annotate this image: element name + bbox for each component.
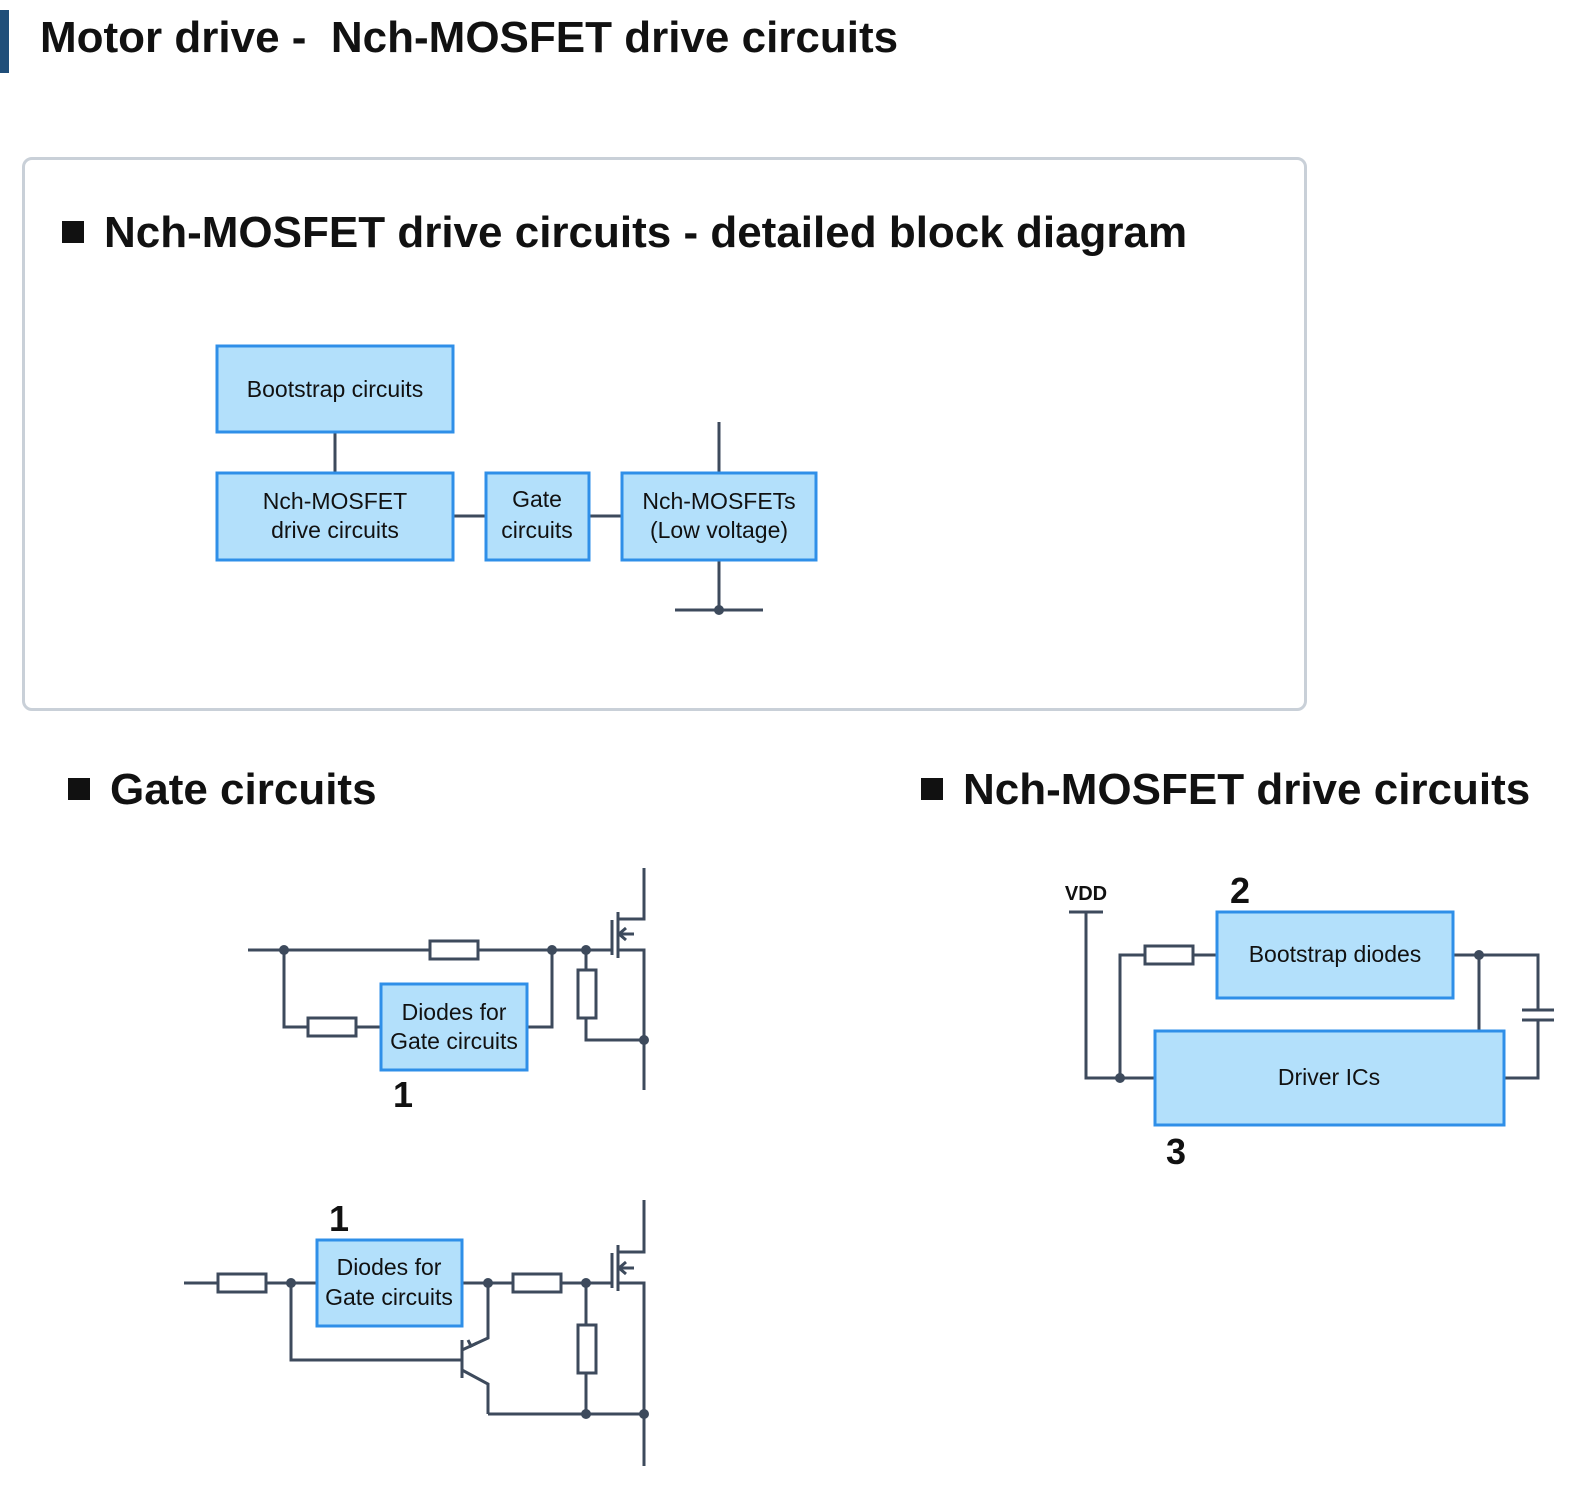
block-bootstrap-circuits: Bootstrap circuits bbox=[215, 344, 455, 434]
gate-circuit-b: Diodes for Gate circuits 1 bbox=[184, 1198, 649, 1466]
resistor-icon bbox=[576, 1323, 598, 1375]
mosfet-icon bbox=[610, 1200, 646, 1466]
pnp-transistor-icon bbox=[460, 1283, 490, 1414]
mosfet-icon bbox=[610, 868, 646, 1090]
bullet-square-icon bbox=[68, 778, 90, 800]
resistor-icon bbox=[576, 968, 598, 1020]
block-bootstrap-diodes: Bootstrap diodes bbox=[1215, 910, 1455, 1000]
title-accent-bar bbox=[0, 10, 9, 73]
block-label: Bootstrap circuits bbox=[247, 376, 423, 402]
resistor-icon bbox=[1143, 944, 1195, 966]
capacitor-icon bbox=[1522, 1008, 1554, 1022]
block-nch-mosfets: Nch-MOSFETs (Low voltage) bbox=[620, 471, 818, 562]
junction-dot bbox=[581, 1409, 591, 1419]
vdd-label: VDD bbox=[1065, 883, 1107, 905]
gate-circuit-a: Diodes for Gate circuits 1 bbox=[248, 868, 649, 1115]
block-label-line-2: (Low voltage) bbox=[650, 517, 788, 543]
drive-circuits-heading: Nch-MOSFET drive circuits bbox=[921, 763, 1530, 817]
block-driver-ics: Driver ICs bbox=[1153, 1029, 1506, 1127]
callout-number-3: 3 bbox=[1166, 1131, 1186, 1172]
junction-dot bbox=[1115, 1073, 1125, 1083]
block-label-line-2: Gate circuits bbox=[325, 1284, 453, 1310]
block-label-line-1: Diodes for bbox=[402, 999, 507, 1025]
block-label-line-1: Nch-MOSFET bbox=[263, 488, 407, 514]
block-gate-circuits: Gate circuits bbox=[484, 471, 591, 562]
callout-number-1: 1 bbox=[329, 1198, 349, 1239]
junction-dot bbox=[639, 1409, 649, 1419]
junction-dot bbox=[286, 1278, 296, 1288]
block-diagram-frame bbox=[22, 157, 1307, 711]
page-title: Motor drive - Nch-MOSFET drive circuits bbox=[40, 13, 899, 62]
junction-dot bbox=[1474, 950, 1484, 960]
resistor-icon bbox=[306, 1016, 358, 1038]
block-diagram: Bootstrap circuits Nch-MOSFET drive circ… bbox=[215, 344, 818, 615]
bullet-square-icon bbox=[921, 778, 943, 800]
block-label-line-1: Gate bbox=[512, 486, 562, 512]
junction-dot bbox=[581, 945, 591, 955]
resistor-icon bbox=[428, 939, 480, 961]
junction-dot bbox=[581, 1278, 591, 1288]
resistor-icon bbox=[511, 1272, 563, 1294]
drive-circuits-heading-text: Nch-MOSFET drive circuits bbox=[963, 765, 1531, 814]
block-label-line-2: drive circuits bbox=[271, 517, 399, 543]
block-label: Driver ICs bbox=[1278, 1064, 1380, 1090]
block-diagram-heading: Nch-MOSFET drive circuits - detailed blo… bbox=[62, 206, 1187, 260]
ground-junction-dot bbox=[714, 605, 724, 615]
bullet-square-icon bbox=[62, 221, 84, 243]
gate-circuits-heading: Gate circuits bbox=[68, 763, 377, 817]
block-label: Bootstrap diodes bbox=[1249, 941, 1422, 967]
junction-dot bbox=[279, 945, 289, 955]
drive-circuit: VDD Bootstrap diodes Driver ICs 2 3 bbox=[1065, 870, 1554, 1172]
block-label-line-2: Gate circuits bbox=[390, 1028, 518, 1054]
resistor-icon bbox=[216, 1272, 268, 1294]
gate-circuits-heading-text: Gate circuits bbox=[110, 765, 377, 814]
junction-dot bbox=[483, 1278, 493, 1288]
block-nch-mosfet-drive-circuits: Nch-MOSFET drive circuits bbox=[215, 471, 455, 562]
callout-number-2: 2 bbox=[1230, 870, 1250, 911]
block-diagram-heading-text: Nch-MOSFET drive circuits - detailed blo… bbox=[104, 208, 1188, 257]
block-label-line-2: circuits bbox=[501, 517, 573, 543]
junction-dot bbox=[547, 945, 557, 955]
block-diodes-for-gate-circuits: Diodes for Gate circuits bbox=[315, 1238, 464, 1328]
junction-dot bbox=[639, 1035, 649, 1045]
block-label-line-1: Diodes for bbox=[337, 1254, 442, 1280]
callout-number-1: 1 bbox=[393, 1074, 413, 1115]
block-diodes-for-gate-circuits: Diodes for Gate circuits bbox=[379, 982, 529, 1072]
block-label-line-1: Nch-MOSFETs bbox=[642, 488, 795, 514]
